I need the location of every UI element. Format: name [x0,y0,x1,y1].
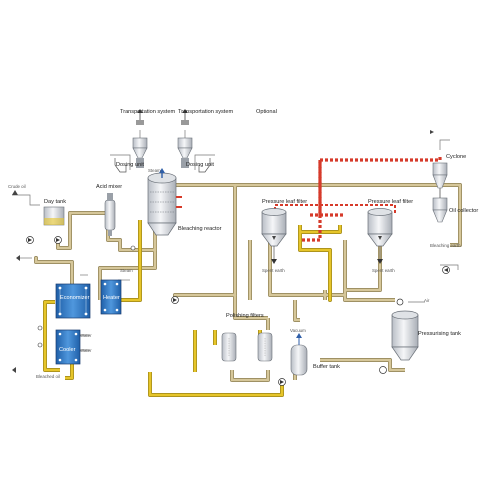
label-dosing-1: Dosing unit [116,162,144,168]
label-bleaching-reactor: Bleaching reactor [178,226,222,232]
label-economizer: Economizer [60,295,90,301]
label-heater: Heater [103,295,120,301]
pressure-leaf-filter-1 [261,208,287,264]
pressurising-tank [379,298,419,374]
label-bleaching-earth: Bleaching earth [430,243,461,248]
label-transport-1: Transportation system [120,109,175,115]
label-day-tank: Day tank [44,199,66,205]
acid-mixer [104,193,116,236]
label-bleached-oil: Bleached oil [36,374,60,379]
cyclone [432,162,448,189]
label-dosing-2: Dosing unit [186,162,214,168]
label-spent-earth-1: Spent earth [262,268,285,273]
day-tank [43,206,65,244]
label-vacuum: Vacuum [290,328,306,333]
label-polishing-filters: Polishing filters [226,313,264,319]
label-buffer-tank: Buffer tank [313,364,340,370]
label-cooler: Cooler [59,347,76,353]
dosing-unit-2 [177,137,193,168]
label-transport-2: Transportation system [178,109,233,115]
heater [100,279,122,315]
pumps [37,245,450,348]
label-crude-oil: Crude oil [8,184,26,189]
label-acid-mixer: Acid mixer [96,184,122,190]
flow-arrows [12,130,434,373]
labels: Transportation system Transportation sys… [8,109,478,379]
polishing-filters [221,332,273,362]
crude-oil-pump [26,236,34,244]
cooler [55,329,81,365]
label-spent-earth-2: Spent earth [372,268,395,273]
label-pressure-filter-1: Pressure leaf filter [262,199,307,205]
label-optional: Optional [256,109,277,115]
label-air: Air [424,298,430,303]
dosing-unit-1 [132,137,148,168]
label-oil-collector: Oil collector [449,208,478,214]
pressure-leaf-filter-2 [367,208,393,264]
label-steam-2: Steam [148,168,161,173]
transportation-system-1 [136,109,144,125]
label-steam-1: Steam [120,268,133,273]
dosing-hoppers [114,158,211,173]
label-pressure-filter-2: Pressure leaf filter [368,199,413,205]
label-water-1: Water [80,333,92,338]
label-cyclone: Cyclone [446,154,466,160]
buffer-tank [278,333,308,386]
oil-collector [432,188,448,223]
bleaching-reactor [147,168,182,236]
economizer [55,283,91,319]
label-water-2: Water [80,348,92,353]
transportation-system-2 [181,109,189,125]
label-pressure-tank: Pressurising tank [418,331,461,337]
